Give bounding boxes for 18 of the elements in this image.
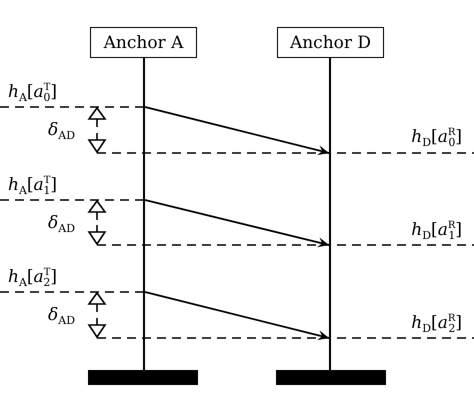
lifeline: [329, 58, 331, 370]
signal-label: h$_{D}$[a$^{R}$$_{0}$]: [411, 128, 462, 148]
anchor-box: Anchor D: [277, 27, 384, 58]
message-arrow: [144, 291, 330, 340]
message-arrow: [144, 106, 330, 156]
signal-label: h$_{A}$[a$^{T}$$_{0}$]: [8, 83, 57, 103]
signal-label: h$_{A}$[a$^{T}$$_{1}$]: [8, 176, 57, 196]
ground-bar: [88, 370, 198, 385]
delay-label: δ$_{AD}$: [48, 307, 76, 326]
anchor-box: Anchor A: [90, 27, 197, 58]
signal-label: h$_{A}$[a$^{T}$$_{2}$]: [8, 268, 57, 288]
message-arrow: [144, 199, 330, 248]
delay-label: δ$_{AD}$: [48, 122, 76, 141]
delay-label: δ$_{AD}$: [48, 215, 76, 234]
signal-label: h$_{D}$[a$^{R}$$_{2}$]: [411, 314, 462, 334]
ground-bar: [276, 370, 386, 385]
lifeline: [143, 58, 145, 370]
signal-label: h$_{D}$[a$^{R}$$_{1}$]: [411, 221, 462, 241]
